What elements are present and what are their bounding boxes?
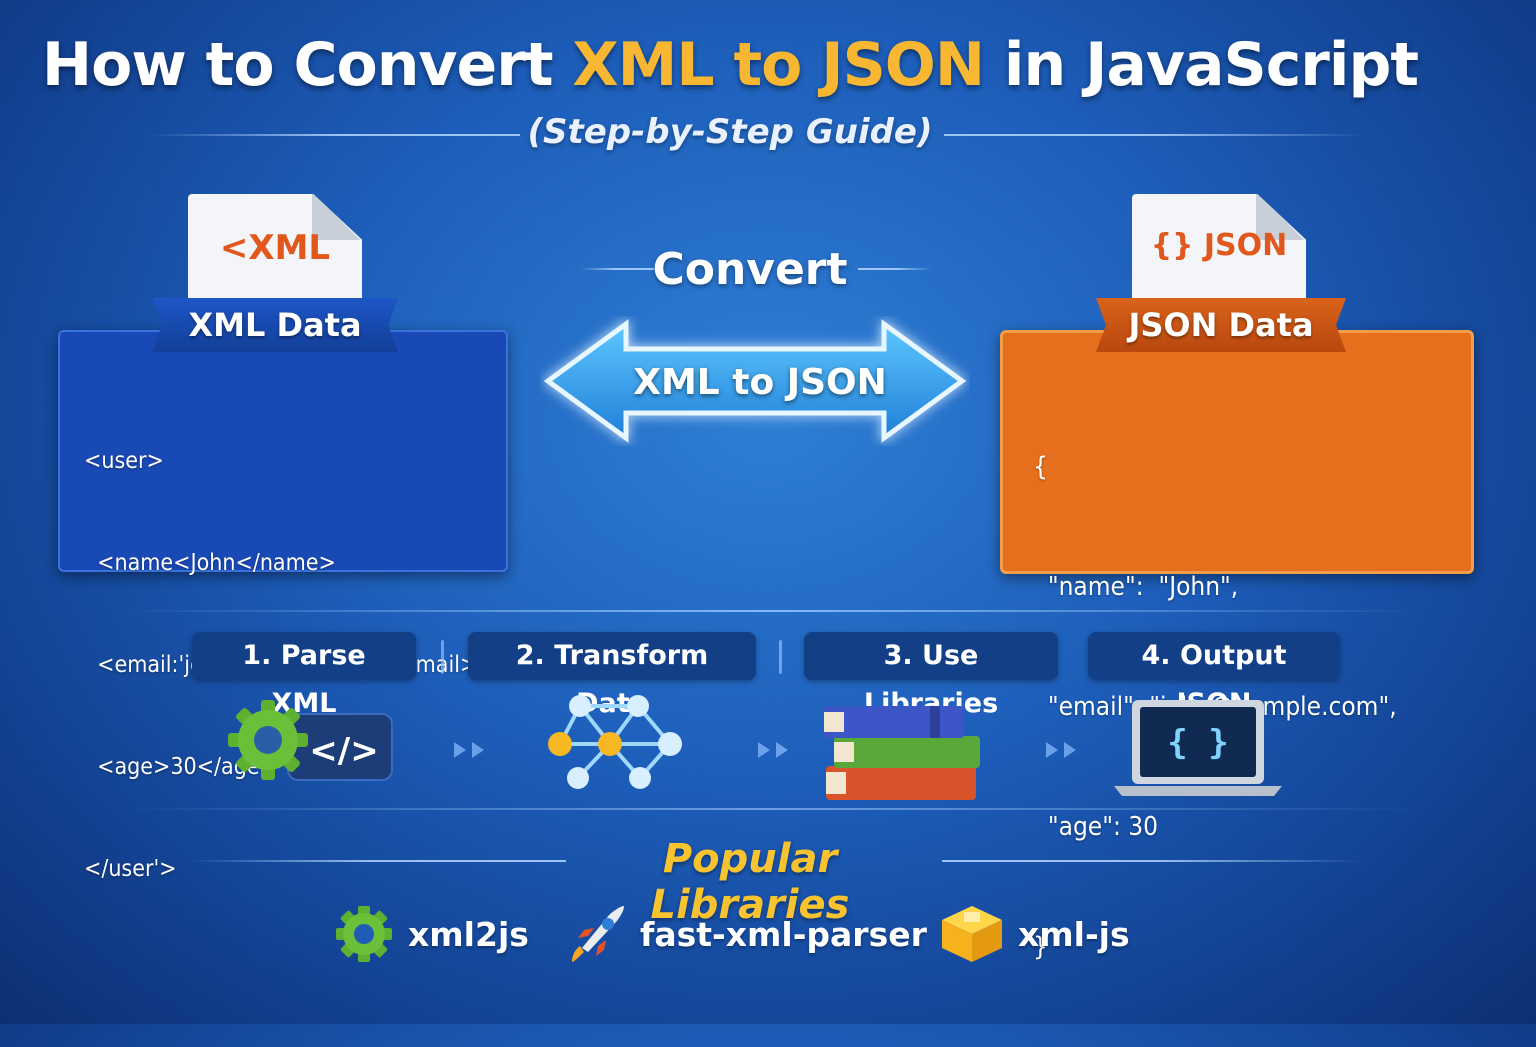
xml-code-block: <user> <name<John</name> <email:'john@ex… <box>84 376 477 954</box>
json-code-line: "age": 30 <box>1033 812 1159 842</box>
library-name: xml-js <box>1018 914 1130 954</box>
title-part2: in JavaScript <box>984 30 1419 100</box>
library-fast-xml-parser: fast-xml-parser <box>570 906 927 962</box>
libraries-rule-right <box>942 860 1362 862</box>
xml-file-icon: <XML <box>188 194 362 314</box>
json-file-icon: {} JSON <box>1132 194 1306 314</box>
library-xml-js: xml-js <box>940 906 1130 962</box>
double-arrow-icon <box>543 319 967 443</box>
subtitle: (Step-by-Step Guide) <box>527 112 933 152</box>
subtitle-rule-left <box>150 134 520 136</box>
steps-divider-bottom <box>120 808 1420 810</box>
steps-divider-top <box>120 610 1420 612</box>
gear-code-icon: </> <box>228 700 393 781</box>
xml-data-label: XML Data <box>152 298 398 352</box>
json-code-line: "name": "John", <box>1033 572 1239 602</box>
step-4-badge: 4. Output JSON <box>1088 632 1340 719</box>
network-nodes-icon <box>548 695 682 789</box>
page-title: How to Convert XML to JSON in JavaScript <box>0 30 1460 100</box>
gear-icon <box>336 906 392 962</box>
xml-code-line: <user> <box>84 448 164 474</box>
title-highlight: XML to JSON <box>572 30 985 100</box>
step-1-badge: 1. Parse XML <box>192 632 416 719</box>
title-part1: How to Convert <box>41 30 573 100</box>
arrow-label: XML to JSON <box>633 362 887 403</box>
xml-data-panel: <user> <name<John</name> <email:'john@ex… <box>58 330 508 882</box>
svg-text:{ }: { } <box>1167 723 1228 763</box>
step-separator <box>779 640 782 674</box>
rocket-icon <box>572 906 624 962</box>
convert-label: Convert <box>652 244 848 295</box>
json-data-label: JSON Data <box>1096 298 1346 352</box>
chevron-right-icon <box>758 742 788 758</box>
libraries-rule-left <box>190 860 566 862</box>
xml-file-label: <XML <box>219 228 331 268</box>
chevron-right-icon <box>454 742 484 758</box>
svg-text:</>: </> <box>309 731 378 771</box>
xml-code-line: </user'> <box>84 856 177 882</box>
books-icon <box>824 706 980 800</box>
cube-icon <box>942 906 1002 962</box>
library-xml2js: xml2js <box>334 906 529 962</box>
convert-rule-right <box>858 268 932 270</box>
laptop-json-icon: { } <box>1114 700 1282 796</box>
step-3-badge: 3. Use Libraries <box>804 632 1058 719</box>
step-separator <box>441 640 444 674</box>
step-2-badge: 2. Transform Data <box>468 632 756 719</box>
libraries-title: Popular Libraries <box>650 836 850 928</box>
json-code-line: { <box>1033 452 1048 482</box>
json-data-panel: { "name": "John", "email": "john@eample.… <box>1000 330 1474 962</box>
subtitle-rule-right <box>944 134 1364 136</box>
chevron-right-icon <box>1046 742 1076 758</box>
convert-rule-left <box>580 268 654 270</box>
library-name: xml2js <box>408 914 529 954</box>
xml-code-line: <name<John</name> <box>84 550 336 576</box>
json-file-label: {} JSON <box>1150 228 1288 263</box>
json-code-line: } <box>1033 932 1048 962</box>
library-name: fast-xml-parser <box>640 914 927 954</box>
